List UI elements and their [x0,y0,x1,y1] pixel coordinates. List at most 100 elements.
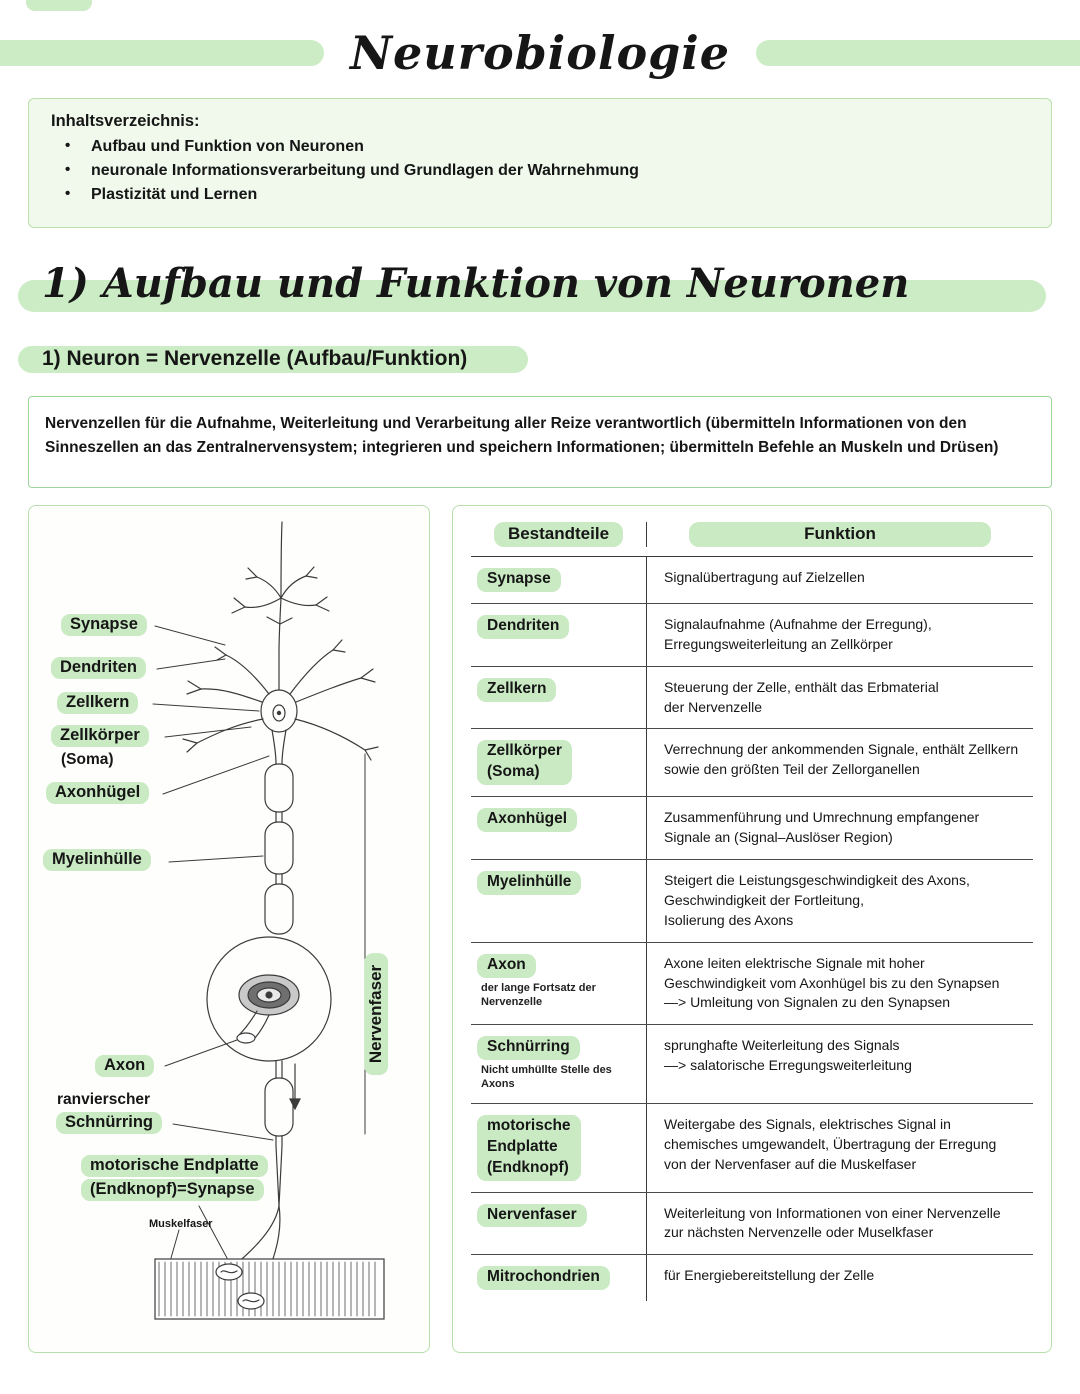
header-funktion: Funktion [647,522,1033,547]
subsection-title-highlight [18,346,528,373]
section-title-highlight [18,280,1046,312]
header-funktion-text: Funktion [689,522,991,547]
muscle-fiber [154,1258,385,1320]
intro-text: Nervenzellen für die Aufnahme, Weiterlei… [45,415,999,457]
label-axon-text: Axon [95,1055,155,1077]
table-row: Myelinhülle Steigert die Leistungsgeschw… [471,859,1033,942]
label-dendriten: Dendriten [51,657,147,679]
label-dendriten-text: Dendriten [51,657,147,679]
table-row: motorische Endplatte (Endknopf) Weiterga… [471,1102,1033,1192]
label-muskelfaser-text: Muskelfaser [149,1218,213,1230]
toc-item: Aufbau und Funktion von Neuronen [51,135,1029,159]
label-ranvierscher-text: ranvierscher [57,1091,151,1108]
corner-accent [26,0,92,11]
label-zellkern: Zellkern [57,692,139,714]
term-cell: Dendriten [471,603,647,666]
toc-list: Aufbau und Funktion von Neuronen neurona… [51,135,1029,207]
term-cell: Mitrochondrien [471,1255,647,1302]
label-schnuerring-text: Schnürring [56,1112,163,1134]
header-bestandteile: Bestandteile [471,522,647,547]
term-text: Schnürring [477,1036,580,1061]
table-row: Nervenfaser Weiterleitung von Informatio… [471,1191,1033,1255]
subsection-title: 1) Neuron = Nervenzelle (Aufbau/Funktion… [18,344,1052,376]
subsection-title-text: 1) Neuron = Nervenzelle (Aufbau/Funktion… [42,347,468,370]
desc-cell: Weitergabe des Signals, elektrisches Sig… [664,1115,997,1172]
term-text: Mitrochondrien [477,1266,610,1291]
title-accent-left [0,40,324,66]
term-text: Dendriten [477,614,570,639]
label-synapse-text: Synapse [61,614,147,636]
term-cell: Synapse [471,557,647,603]
label-endplatte: motorische Endplatte (Endknopf)=Synapse [81,1155,268,1203]
label-myelinhuelle-text: Myelinhülle [43,849,151,871]
term-cell: Zellkern [471,666,647,729]
term-cell: motorische Endplatte (Endknopf) [471,1103,647,1192]
term-text: motorische Endplatte (Endknopf) [477,1114,581,1181]
label-connectors [152,625,274,1259]
term-text: Myelinhülle [477,871,582,895]
term-text: Nervenfaser [477,1203,587,1228]
desc-cell: Zusammenführung und Umrechnung empfangen… [664,809,980,846]
neuron-diagram: Synapse Dendriten Zellkern Zellkörper (S… [28,505,430,1353]
desc-cell: Signalübertragung auf Zielzellen [664,569,865,585]
term-cell: Zellkörper (Soma) [471,729,647,797]
label-schnuerring: Schnürring [56,1112,163,1134]
desc-cell: Steigert die Leistungsgeschwindigkeit de… [664,872,970,928]
term-text: Zellkörper (Soma) [477,740,572,786]
toc-heading: Inhaltsverzeichnis: [51,112,200,130]
myelin-cross-section [206,936,332,1062]
term-subtext: Nicht umhüllte Stelle des Axons [481,1064,612,1091]
table-row: Axonhügel Zusammenführung und Umrechnung… [471,796,1033,860]
label-nervenfaser: Nervenfaser [357,944,395,1084]
header-bestandteile-text: Bestandteile [493,522,624,547]
title-accent-right [756,40,1080,66]
term-cell: Myelinhülle [471,860,647,942]
label-soma-text: (Soma) [61,751,114,768]
label-endplatte-line1: motorische Endplatte [81,1155,268,1177]
axon-hillock [271,729,287,765]
term-cell: Nervenfaser [471,1192,647,1255]
table-row: Synapse Signalübertragung auf Zielzellen [471,557,1033,603]
term-cell: Axonhügel [471,797,647,860]
term-text: Synapse [477,568,561,592]
toc-item-label: neuronale Informationsverarbeitung und G… [91,162,639,179]
toc-box: Inhaltsverzeichnis: Aufbau und Funktion … [28,98,1052,228]
term-text: Zellkern [477,677,557,702]
label-ranvierscher: ranvierscher [57,1091,150,1109]
label-zellkoerper-text: Zellkörper [51,725,149,747]
desc-cell: Signalaufnahme (Aufnahme der Erregung), … [664,615,932,652]
synaptic-boutons [215,1263,265,1310]
page-header: Neurobiologie [0,30,1080,76]
neuron-drawing [152,521,385,1320]
desc-cell: Axone leiten elektrische Signale mit hoh… [664,954,1000,1011]
toc-item: Plastizität und Lernen [51,183,1029,207]
toc-item-label: Plastizität und Lernen [91,186,258,203]
table-row: Mitrochondrien für Energiebereitstellung… [471,1254,1033,1302]
table-header: Bestandteile Funktion [471,522,1033,557]
intro-box: Nervenzellen für die Aufnahme, Weiterlei… [28,396,1052,488]
label-soma: (Soma) [61,751,114,769]
term-cell: Schnürring Nicht umhüllte Stelle des Axo… [471,1025,647,1103]
page-title: Neurobiologie [349,26,731,80]
term-subtext: der lange Fortsatz der Nervenzelle [481,981,596,1008]
section-title: 1) Aufbau und Funktion von Neuronen [18,262,1052,320]
term-text: Axonhügel [477,808,578,833]
label-axonhuegel-text: Axonhügel [46,782,150,804]
function-table: Bestandteile Funktion Synapse Signalüber… [452,505,1052,1353]
label-synapse: Synapse [61,614,147,636]
desc-cell: Verrechnung der ankommenden Signale, ent… [664,741,1019,778]
table-row: Axon der lange Fortsatz der Nervenzelle … [471,941,1033,1025]
table-row: Schnürring Nicht umhüllte Stelle des Axo… [471,1024,1033,1103]
toc-item: neuronale Informationsverarbeitung und G… [51,159,1029,183]
desc-cell: sprunghafte Weiterleitung des Signals —>… [664,1037,912,1074]
label-myelinhuelle: Myelinhülle [43,849,151,871]
table-row: Dendriten Signalaufnahme (Aufnahme der E… [471,602,1033,666]
label-endplatte-line2: (Endknopf)=Synapse [81,1178,264,1201]
term-text: Axon [477,953,536,978]
desc-cell: Weiterleitung von Informationen von eine… [664,1204,1001,1241]
label-nervenfaser-text: Nervenfaser [364,952,388,1076]
toc-item-label: Aufbau und Funktion von Neuronen [91,138,364,155]
myelin-sheath [264,763,294,935]
label-axonhuegel: Axonhügel [46,782,150,804]
